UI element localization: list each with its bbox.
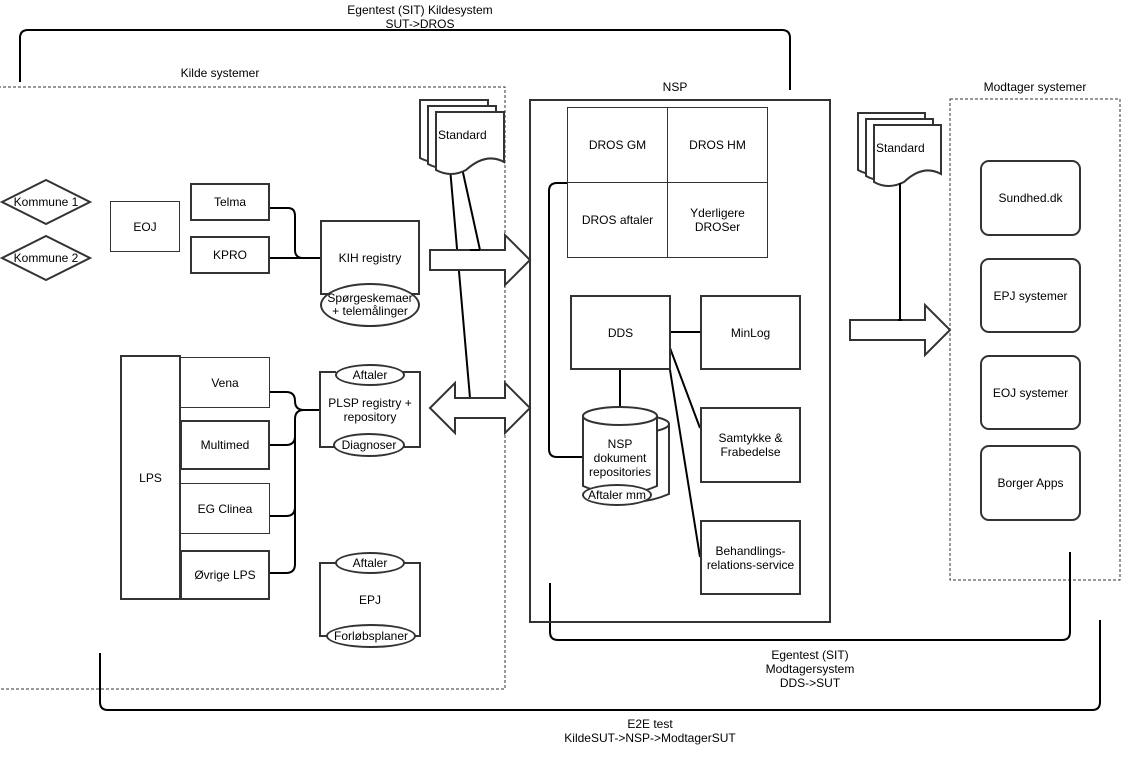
sit-source-bracket [19,29,791,90]
receiver-eoj-box[interactable]: EOJ systemer [980,355,1081,430]
eoj-box[interactable]: EOJ [110,201,180,252]
dros-yderligere-box[interactable]: Yderligere DROSer [667,182,768,258]
dros-yderligere-label: Yderligere DROSer [690,206,745,234]
sit-receiver-label-line1: Egentest (SIT) [771,648,849,662]
lps-ovrige-box[interactable]: Øvrige LPS [180,550,270,600]
lps-box[interactable]: LPS [120,355,181,600]
kommune-2-diamond [0,234,93,282]
behandling-label: Behandlings- relations-service [706,543,795,572]
plsp-nsp-double-arrow [428,380,532,436]
samtykke-box[interactable]: Samtykke & Frabedelse [700,407,801,483]
receiver-group-title: Modtager systemer [983,80,1087,94]
receiver-borger-box[interactable]: Borger Apps [980,445,1081,521]
sit-source-label-line2: SUT->DROS [385,17,455,31]
sit-source-label-line1: Egentest (SIT) Kildesystem [347,3,493,17]
nsp-container [529,99,831,623]
kommune-1-label: Kommune 1 [13,195,79,209]
e2e-bracket [99,620,1101,711]
epj-frame [319,562,421,637]
lps-systems-plsp-bus [270,409,305,574]
dds-box[interactable]: DDS [570,295,671,370]
samtykke-label: Samtykke & Frabedelse [718,431,783,459]
telma-box[interactable]: Telma [190,183,270,221]
nsp-to-receiver-arrow [849,302,952,358]
sit-receiver-label-line2: Modtagersystem [765,662,855,676]
lps-egclinea-box[interactable]: EG Clinea [180,483,270,534]
plsp-frame [319,371,421,448]
standard-left-line-2 [461,167,481,251]
sit-receiver-label-line3: DDS->SUT [779,676,841,690]
receiver-sundhed-box[interactable]: Sundhed.dk [980,160,1081,236]
sit-receiver-label: Egentest (SIT) Modtagersystem DDS->SUT [740,648,880,690]
kih-to-nsp-arrow [429,232,532,288]
behandling-box[interactable]: Behandlings- relations-service [700,520,801,595]
dds-behandling-connector [669,369,701,558]
e2e-label-line1: E2E test [627,717,673,731]
epj-label[interactable]: EPJ [358,593,381,607]
plsp-label[interactable]: PLSP registry + repository [328,396,412,424]
plsp-top-ellipse: Aftaler [335,364,405,386]
sit-receiver-bracket [549,552,1071,641]
dds-samtykke-connector [669,347,701,429]
dros-gm-box[interactable]: DROS GM [567,107,668,183]
standard-doc-right [857,112,942,187]
lps-multimed-box[interactable]: Multimed [180,420,270,470]
repository-ellipse: Aftaler mm [582,484,652,506]
kommune-2-label: Kommune 2 [13,251,79,265]
e2e-label-line2: KildeSUT->NSP->ModtagerSUT [564,731,736,745]
epj-top-ellipse: Aftaler [335,552,405,574]
dros-repository-connector [548,182,583,458]
sit-source-label: Egentest (SIT) Kildesystem SUT->DROS [250,3,590,31]
receiver-group-border [949,98,1121,581]
nsp-title: NSP [662,80,688,94]
vena-plsp-connector [270,391,320,411]
dros-aftaler-box[interactable]: DROS aftaler [567,182,668,258]
telma-kih-connector [270,207,320,259]
standard-left-line-1 [449,167,471,399]
epj-bottom-ellipse: Forløbsplaner [326,624,416,648]
standard-right-label: Standard [876,141,925,155]
plsp-bottom-ellipse: Diagnoser [333,433,405,457]
receiver-epj-box[interactable]: EPJ systemer [980,258,1081,333]
dros-hm-box[interactable]: DROS HM [667,107,768,183]
lps-vena-box[interactable]: Vena [180,357,270,408]
e2e-label: E2E test KildeSUT->NSP->ModtagerSUT [530,717,770,745]
kpro-box[interactable]: KPRO [190,236,270,274]
standard-doc-left [419,99,505,175]
kih-registry-label: KIH registry [338,250,402,265]
repository-label[interactable]: NSP dokument repositories [588,437,652,479]
standard-left-label: Standard [438,128,487,142]
kommune-1-diamond [0,178,93,226]
source-group-title: Kilde systemer [180,66,260,80]
kih-ellipse: Spørgeskemaer + telemålinger [320,283,420,327]
minlog-box[interactable]: MinLog [700,295,801,370]
